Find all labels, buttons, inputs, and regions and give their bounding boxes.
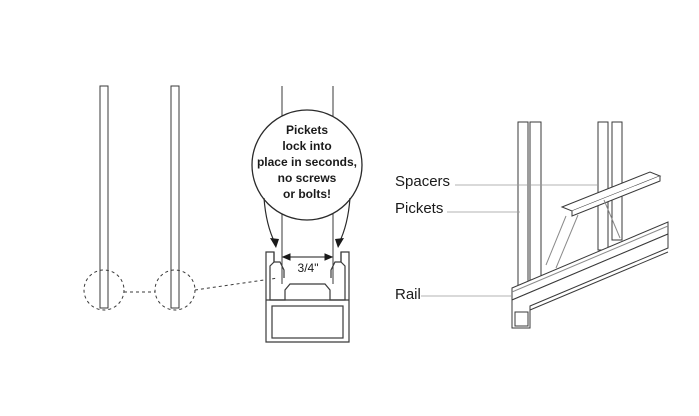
- picket-left: [99, 85, 109, 309]
- rail-profile: [265, 251, 350, 343]
- callout-line-2: lock into: [282, 139, 331, 153]
- label-leaders: [421, 184, 598, 297]
- assembly-view: [511, 121, 669, 329]
- callout-line-1: Pickets: [286, 123, 328, 137]
- label-spacers: Spacers: [395, 173, 450, 190]
- loose-pickets: [99, 85, 180, 309]
- callout-line-4: no screws: [278, 171, 337, 185]
- detail-circle-left: [83, 269, 125, 311]
- callout-bubble: [251, 109, 363, 248]
- dimension-label: 3/4": [298, 261, 319, 275]
- picket-middle: [170, 85, 180, 309]
- label-pickets: Pickets: [395, 200, 443, 217]
- rail-bottom-chamber: [271, 305, 344, 339]
- assembly-picket-back-2: [611, 121, 623, 241]
- dimension-marker: [281, 253, 334, 261]
- label-rail: Rail: [395, 286, 421, 303]
- spacer-bar: [560, 171, 662, 212]
- callout-line-5: or bolts!: [283, 187, 331, 201]
- callout-line-3: place in seconds,: [257, 155, 357, 169]
- rail-right-lip: [330, 252, 342, 278]
- rail-left-lip: [273, 252, 285, 278]
- dashed-detail-markers: [83, 269, 279, 311]
- assembly-picket-back-1: [597, 121, 609, 251]
- assembly-picket-front-2: [529, 121, 542, 283]
- detail-leader-line: [194, 277, 279, 291]
